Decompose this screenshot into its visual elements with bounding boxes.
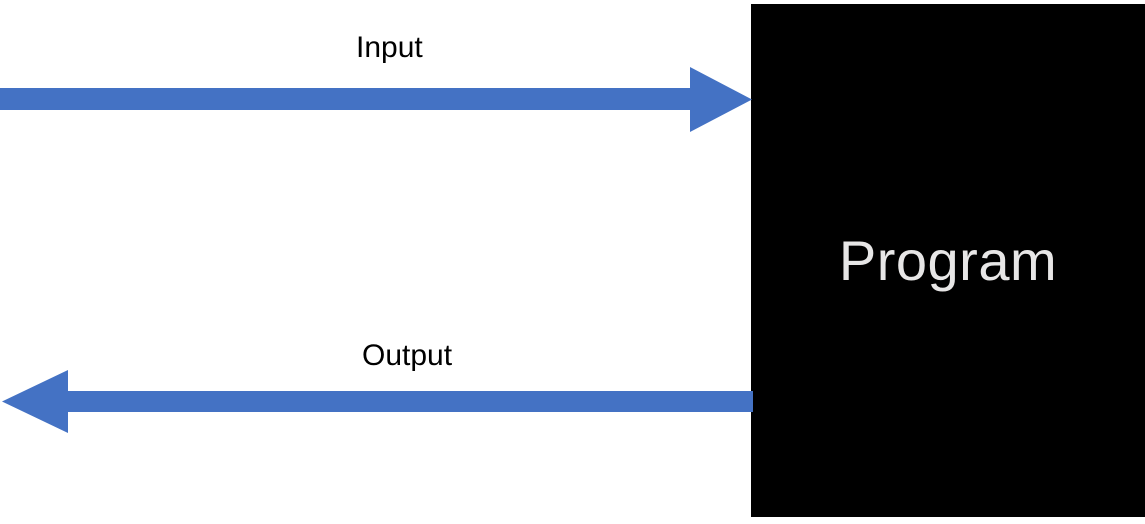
input-arrow-label: Input xyxy=(356,31,423,64)
output-arrow-label: Output xyxy=(362,339,453,372)
program-box-label: Program xyxy=(838,229,1058,292)
program-box: Program xyxy=(751,4,1145,517)
input-arrow xyxy=(0,67,752,132)
output-arrow xyxy=(2,370,753,433)
